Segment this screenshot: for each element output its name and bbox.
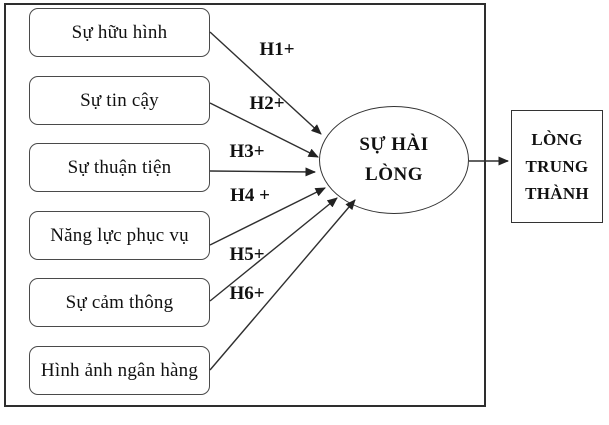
hypothesis-label-h4: H4 + xyxy=(230,185,270,206)
factor-box-tangibility: Sự hữu hình xyxy=(29,8,210,57)
factor-box-reliability: Sự tin cậy xyxy=(29,76,210,125)
factor-label: Sự tin cậy xyxy=(80,89,159,111)
factor-box-service-capability: Năng lực phục vụ xyxy=(29,211,210,260)
hypothesis-label-h6: H6+ xyxy=(229,283,265,304)
factor-box-bank-image: Hình ảnh ngân hàng xyxy=(29,346,210,395)
hypothesis-label-h5: H5+ xyxy=(229,244,265,265)
loyalty-line1: LÒNG xyxy=(531,130,583,149)
factor-box-convenience: Sự thuận tiện xyxy=(29,143,210,192)
factor-label: Sự hữu hình xyxy=(71,21,168,43)
loyalty-line2: TRUNG xyxy=(525,157,589,176)
factor-label: Năng lực phục vụ xyxy=(50,224,189,246)
satisfaction-ellipse: SỰ HÀI LÒNG xyxy=(319,106,469,214)
factor-label: Sự thuận tiện xyxy=(67,156,172,178)
hypothesis-label-h2: H2+ xyxy=(249,93,285,114)
factor-box-empathy: Sự cảm thông xyxy=(29,278,210,327)
satisfaction-line1: SỰ HÀI xyxy=(359,134,429,155)
satisfaction-line2: LÒNG xyxy=(365,164,423,185)
factor-label: Sự cảm thông xyxy=(65,291,174,313)
loyalty-line3: THÀNH xyxy=(525,184,589,203)
hypothesis-label-h1: H1+ xyxy=(259,39,295,60)
hypothesis-label-h3: H3+ xyxy=(229,141,265,162)
loyalty-box: LÒNG TRUNG THÀNH xyxy=(511,110,603,223)
factor-label: Hình ảnh ngân hàng xyxy=(40,359,199,381)
